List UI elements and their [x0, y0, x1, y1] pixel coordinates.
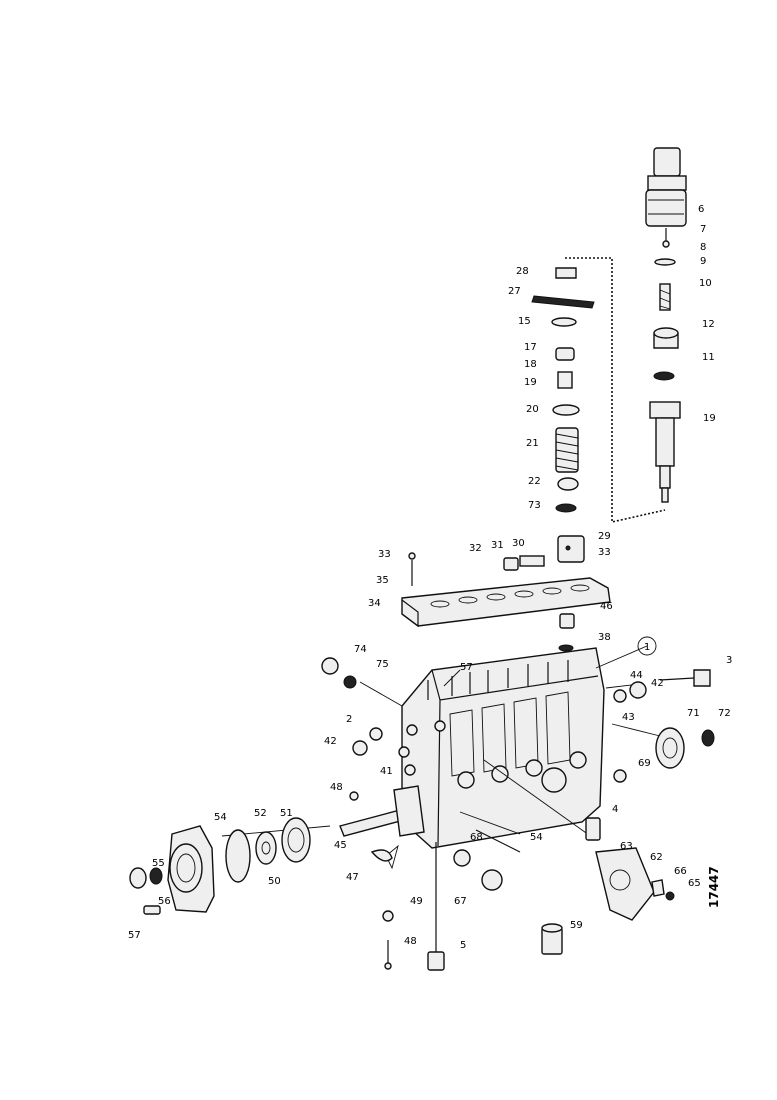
callout-35: 35 — [376, 575, 389, 586]
callout-3: 3 — [726, 655, 732, 666]
callout-54a: 54 — [214, 812, 227, 823]
callout-7: 7 — [700, 224, 706, 235]
callout-31: 31 — [491, 540, 504, 551]
callout-5: 5 — [460, 940, 466, 951]
callout-57: 57 — [460, 662, 473, 673]
callout-52: 52 — [254, 808, 267, 819]
callout-66: 66 — [674, 866, 687, 877]
pump-housing — [401, 647, 605, 952]
callout-48a: 48 — [330, 782, 343, 793]
callout-33b: 33 — [598, 547, 611, 558]
callout-38: 38 — [598, 632, 611, 643]
callouts: 6 7 8 9 10 12 11 19 28 27 15 17 18 19 20… — [128, 204, 732, 951]
delivery-valve-holder-assembly — [645, 147, 687, 503]
callout-67: 67 — [454, 896, 467, 907]
group-bracket — [565, 257, 666, 524]
washer-38 — [558, 644, 574, 652]
callout-12: 12 — [702, 319, 715, 330]
callout-33a: 33 — [378, 549, 391, 560]
callout-2: 2 — [346, 714, 352, 725]
callout-19: 19 — [703, 413, 716, 424]
callout-65: 65 — [688, 878, 701, 889]
callout-56: 56 — [158, 896, 171, 907]
callout-1: 1 — [644, 642, 650, 653]
callout-6: 6 — [698, 204, 704, 215]
callout-21: 21 — [526, 438, 539, 449]
callout-15: 15 — [518, 316, 531, 327]
callout-42a: 42 — [651, 678, 664, 689]
callout-43: 43 — [622, 712, 635, 723]
callout-34: 34 — [368, 598, 381, 609]
callout-74: 74 — [354, 644, 367, 655]
callout-44: 44 — [630, 670, 643, 681]
callout-30: 30 — [512, 538, 525, 549]
callout-50: 50 — [268, 876, 281, 887]
callout-17: 17 — [524, 342, 537, 353]
callout-55a: 55 — [152, 858, 165, 869]
camshaft — [339, 785, 425, 870]
callout-73: 73 — [528, 500, 541, 511]
callout-41: 41 — [380, 766, 393, 777]
callout-19b: 19 — [524, 377, 537, 388]
callout-9: 9 — [700, 256, 706, 267]
callout-42b: 42 — [324, 736, 337, 747]
callout-54b: 54 — [530, 832, 543, 843]
callout-51: 51 — [280, 808, 293, 819]
callout-22: 22 — [528, 476, 541, 487]
callout-11: 11 — [702, 352, 715, 363]
tappet-parts — [408, 552, 545, 586]
cover-plate — [401, 577, 611, 628]
leader-lines — [221, 645, 661, 841]
callout-45: 45 — [334, 840, 347, 851]
callout-46: 46 — [600, 601, 613, 612]
end-cover — [129, 817, 311, 915]
callout-27: 27 — [508, 286, 521, 297]
callout-62: 62 — [650, 852, 663, 863]
callout-29: 29 — [598, 531, 611, 542]
callout-69: 69 — [638, 758, 651, 769]
callout-32: 32 — [469, 543, 482, 554]
callout-8: 8 — [700, 242, 706, 253]
callout-circle-1 — [637, 636, 657, 656]
plug-46 — [559, 613, 575, 629]
right-side-parts — [321, 657, 715, 841]
drawing-number: 17447 — [707, 866, 721, 908]
callout-47: 47 — [346, 872, 359, 883]
callout-72: 72 — [718, 708, 731, 719]
callout-20: 20 — [526, 404, 539, 415]
callout-75: 75 — [376, 659, 389, 670]
callout-59: 59 — [570, 920, 583, 931]
lower-parts — [382, 829, 675, 971]
callout-57b: 57 — [128, 930, 141, 941]
callout-10: 10 — [699, 278, 712, 289]
callout-68: 68 — [470, 832, 483, 843]
callout-49: 49 — [410, 896, 423, 907]
callout-28: 28 — [516, 266, 529, 277]
pump-element-assembly — [531, 267, 595, 563]
callout-18: 18 — [524, 359, 537, 370]
callout-48b: 48 — [404, 936, 417, 947]
callout-71: 71 — [687, 708, 700, 719]
callout-4: 4 — [612, 804, 618, 815]
callout-63: 63 — [620, 841, 633, 852]
